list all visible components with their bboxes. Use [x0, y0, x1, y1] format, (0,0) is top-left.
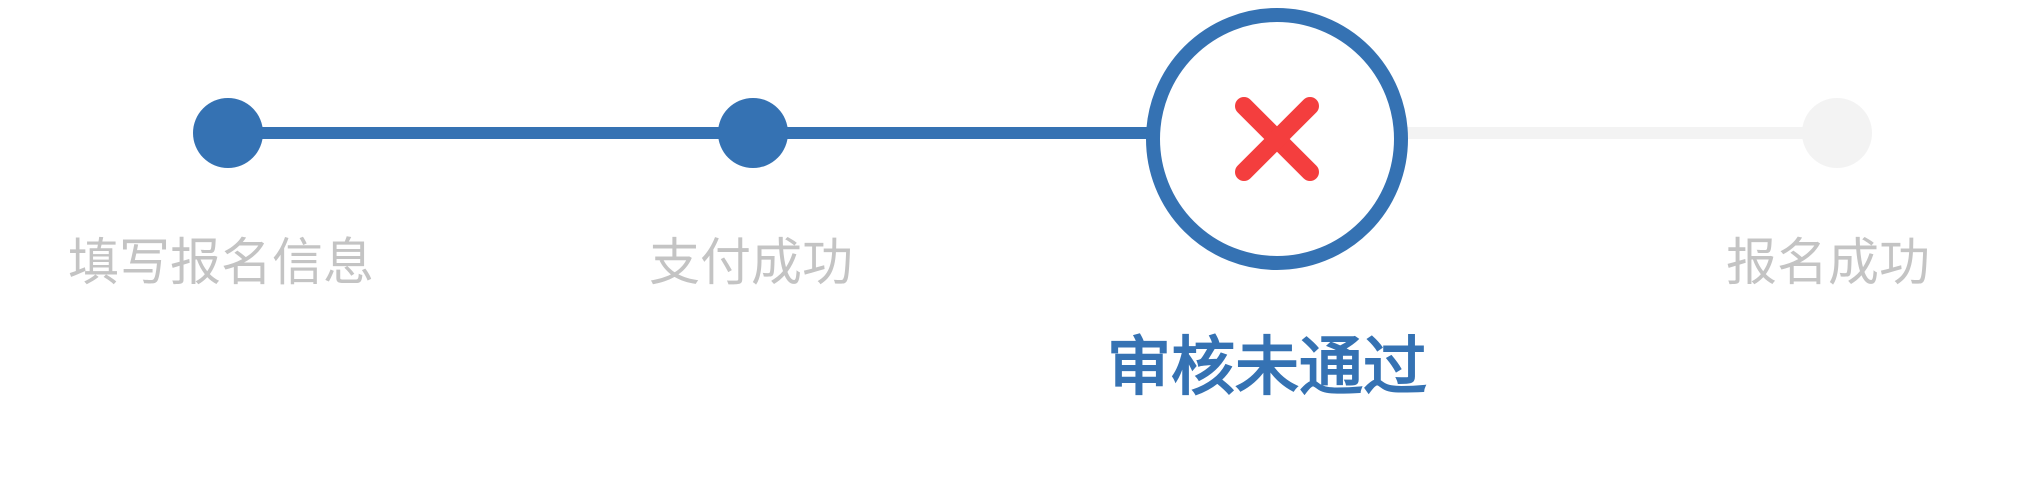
step-4-label: 报名成功: [1725, 234, 1931, 293]
step-connector-1-2: [228, 127, 748, 139]
step-2-indicator: [718, 98, 788, 168]
step-connector-3-4: [1390, 127, 1830, 139]
step-3-indicator: [1146, 8, 1408, 270]
step-4-indicator: [1802, 98, 1872, 168]
close-icon: [1235, 97, 1319, 181]
step-3-label: 审核未通过: [1107, 331, 1427, 405]
step-2-label: 支付成功: [648, 234, 854, 293]
step-1-label: 填写报名信息: [67, 234, 375, 293]
step-connector-2-3: [748, 127, 1168, 139]
step-1-indicator: [193, 98, 263, 168]
